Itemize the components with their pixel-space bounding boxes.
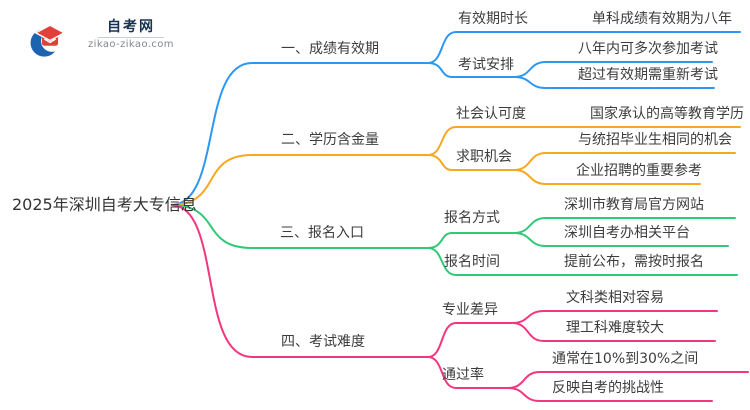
root-node: 2025年深圳自考大专信息 — [12, 195, 197, 214]
branch-2-sub-2-node: 求职机会 — [456, 149, 512, 165]
graduation-cap-icon — [30, 24, 66, 57]
branch-4-sub-1-node: 专业差异 — [442, 302, 498, 318]
branch-3-leaf-2-node: 深圳自考办相关平台 — [564, 225, 690, 241]
branch-2-leaf-2-node: 与统招毕业生相同的机会 — [578, 132, 732, 148]
branch-3-connectors — [171, 204, 738, 276]
branch-1-leaf-3-node: 超过有效期需重新考试 — [578, 67, 718, 83]
branch-1-sub-2-node: 考试安排 — [458, 57, 514, 73]
branch-3-leaf-1-node: 深圳市教育局官方网站 — [564, 197, 704, 213]
branch-1-leaf-2-node: 八年内可多次参加考试 — [578, 41, 718, 57]
branch-2-connectors — [171, 126, 741, 206]
branch-4-leaf-1-node: 文科类相对容易 — [566, 290, 664, 306]
logo-divider — [97, 37, 164, 38]
branch-4-leaf-4-node: 反映自考的挑战性 — [552, 380, 664, 396]
branch-3-sub-2-node: 报名时间 — [444, 254, 500, 270]
branch-1-leaf-1-node: 单科成绩有效期为八年 — [592, 11, 732, 27]
site-logo: 自考网 zikao-zikao.com — [30, 19, 174, 59]
branch-1-sub-1-node: 有效期时长 — [458, 11, 528, 27]
branch-3-sub-1-node: 报名方式 — [444, 210, 500, 226]
branch-1-node: 一、成绩有效期 — [281, 41, 379, 57]
branch-2-node: 二、学历含金量 — [281, 132, 379, 148]
branch-1-connectors — [171, 31, 741, 206]
branch-3-leaf-3-node: 提前公布，需按时报名 — [564, 254, 704, 270]
branch-4-connectors — [171, 204, 749, 402]
branch-2-leaf-1-node: 国家承认的高等教育学历 — [590, 106, 744, 122]
branch-4-leaf-2-node: 理工科难度较大 — [566, 320, 664, 336]
branch-4-sub-2-node: 通过率 — [442, 367, 484, 383]
branch-4-node: 四、考试难度 — [281, 334, 365, 350]
branch-4-leaf-3-node: 通常在10%到30%之间 — [552, 351, 699, 367]
logo-title: 自考网 — [106, 19, 155, 35]
branch-2-leaf-3-node: 企业招聘的重要参考 — [576, 163, 702, 179]
branch-2-sub-1-node: 社会认可度 — [456, 106, 526, 122]
branch-3-node: 三、报名入口 — [280, 225, 364, 241]
logo-subtitle: zikao-zikao.com — [88, 39, 174, 50]
logo-text-block: 自考网 zikao-zikao.com — [88, 19, 174, 51]
